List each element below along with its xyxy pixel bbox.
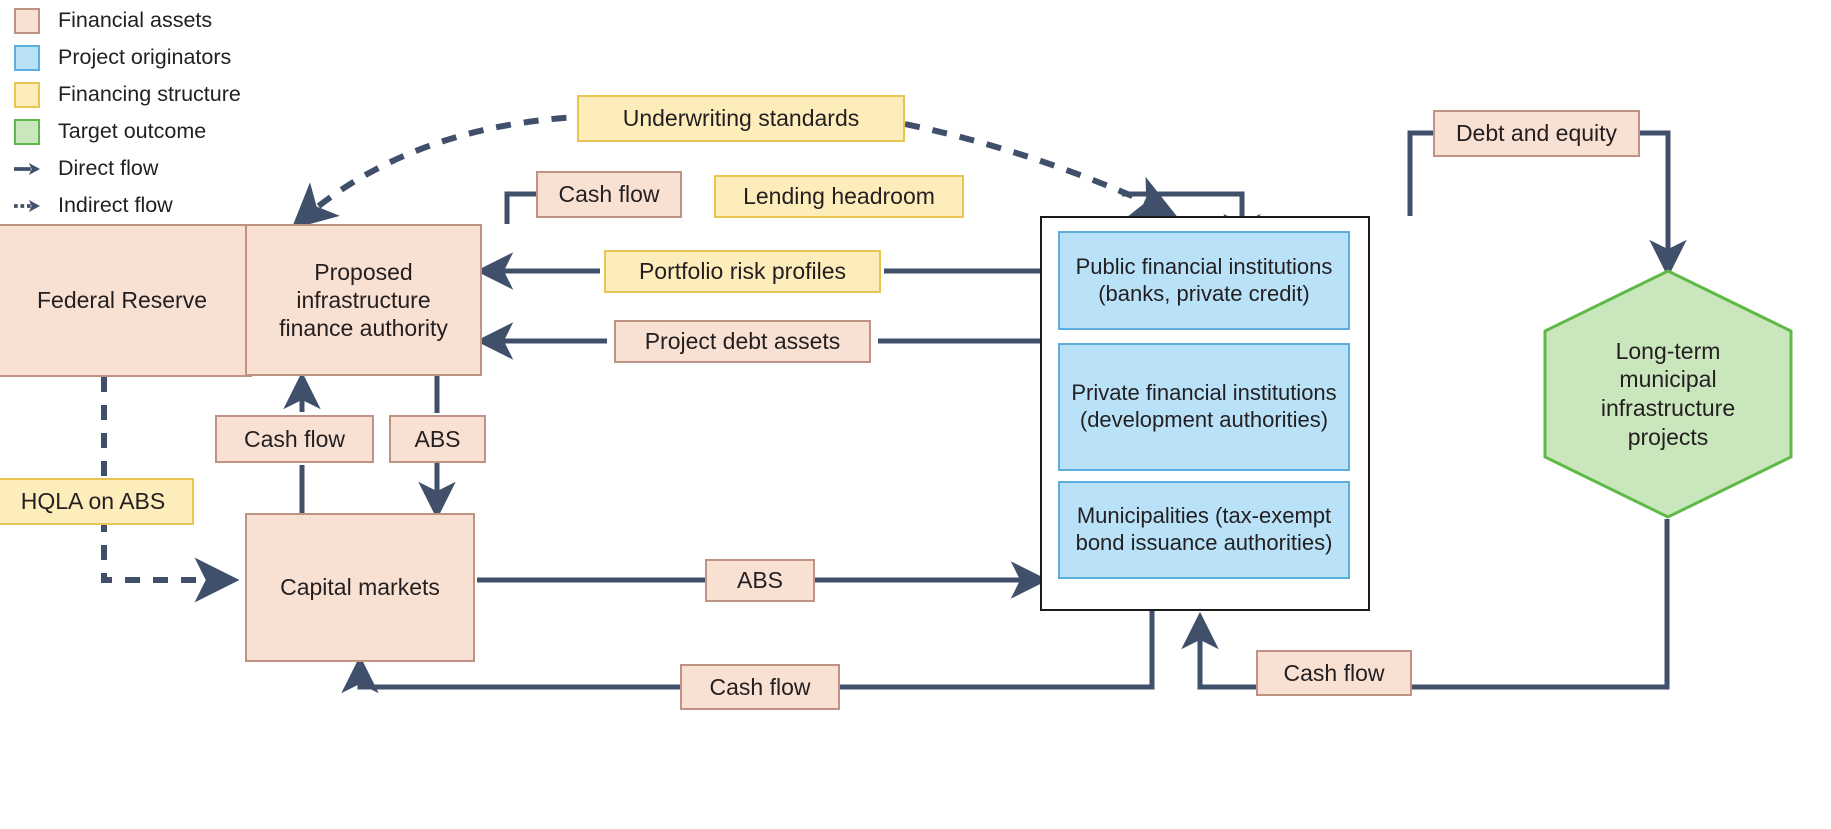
- legend-label: Target outcome: [58, 119, 207, 143]
- node-label: Debt and equity: [1455, 120, 1618, 147]
- node-label: Capital markets: [280, 574, 440, 601]
- node-long-term-projects[interactable]: Long-term municipal infrastructure proje…: [1478, 269, 1831, 519]
- node-label: Lending headroom: [743, 183, 935, 210]
- legend-label: Financial assets: [58, 8, 213, 32]
- legend-item-financial-assets: Financial assets: [14, 2, 344, 39]
- node-private-financial-institutions[interactable]: Private financial institutions (developm…: [1058, 343, 1350, 471]
- node-finance-authority[interactable]: Proposed infrastructure finance authorit…: [245, 224, 482, 376]
- node-label: Project debt assets: [644, 328, 841, 355]
- node-capital-markets[interactable]: Capital markets: [245, 513, 475, 662]
- square-swatch-icon: [14, 7, 40, 34]
- node-label: Municipalities (tax-exempt bond issuance…: [1075, 503, 1333, 555]
- node-cash-flow-left[interactable]: Cash flow: [215, 415, 374, 463]
- node-underwriting-standards[interactable]: Underwriting standards: [577, 95, 905, 142]
- node-label: HQLA on ABS: [20, 488, 166, 515]
- node-label: ABS: [414, 425, 461, 452]
- square-swatch-icon: [14, 118, 40, 145]
- legend-item-indirect-flow: Indirect flow: [14, 187, 344, 224]
- legend-item-project-originators: Project originators: [14, 39, 344, 76]
- node-abs-vertical[interactable]: ABS: [389, 415, 486, 463]
- node-hqla-on-abs[interactable]: HQLA on ABS: [0, 478, 194, 525]
- node-label: Cash flow: [709, 673, 811, 700]
- node-label: Portfolio risk profiles: [638, 258, 847, 285]
- dotted-arrow-icon: [14, 193, 40, 219]
- node-cash-flow-top[interactable]: Cash flow: [536, 171, 682, 218]
- node-public-financial-institutions[interactable]: Public financial institutions (banks, pr…: [1058, 231, 1350, 330]
- node-label: Private financial institutions (developm…: [1071, 380, 1337, 432]
- legend-label: Project originators: [58, 45, 232, 69]
- node-cash-flow-right[interactable]: Cash flow: [1256, 650, 1412, 696]
- wire-grouper-to-projects-debt-equity: [1407, 130, 1433, 216]
- legend-label: Financing structure: [58, 82, 241, 106]
- hexagon-shape-icon: [1543, 269, 1793, 519]
- legend-label: Indirect flow: [58, 193, 173, 217]
- legend-label: Direct flow: [58, 156, 159, 180]
- solid-arrow-icon: [14, 156, 40, 182]
- node-label: Long-term municipal infrastructure proje…: [1600, 337, 1736, 450]
- wire-projects-to-grouper-cash: [1412, 519, 1670, 690]
- node-municipalities[interactable]: Municipalities (tax-exempt bond issuance…: [1058, 481, 1350, 579]
- node-label: Federal Reserve: [36, 287, 208, 314]
- node-project-debt-assets[interactable]: Project debt assets: [614, 320, 871, 363]
- square-swatch-icon: [14, 44, 40, 71]
- legend-item-target-outcome: Target outcome: [14, 113, 344, 150]
- node-cash-flow-bottom[interactable]: Cash flow: [680, 664, 840, 710]
- node-label: ABS: [736, 567, 784, 594]
- square-swatch-icon: [14, 81, 40, 108]
- node-label: Cash flow: [1283, 659, 1385, 686]
- node-lending-headroom[interactable]: Lending headroom: [714, 175, 964, 218]
- legend: Financial assets Project originators Fin…: [14, 2, 344, 224]
- wire-grouper-to-capital-markets-cash: [840, 610, 1155, 690]
- node-portfolio-risk-profiles[interactable]: Portfolio risk profiles: [604, 250, 881, 293]
- node-label: Proposed infrastructure finance authorit…: [279, 258, 448, 342]
- node-label: Cash flow: [244, 425, 345, 452]
- legend-item-financing-structure: Financing structure: [14, 76, 344, 113]
- legend-item-direct-flow: Direct flow: [14, 150, 344, 187]
- node-abs-horizontal[interactable]: ABS: [705, 559, 815, 602]
- node-label: Cash flow: [558, 181, 660, 208]
- node-debt-and-equity[interactable]: Debt and equity: [1433, 110, 1640, 157]
- node-federal-reserve[interactable]: Federal Reserve: [0, 224, 252, 377]
- node-label: Public financial institutions (banks, pr…: [1075, 253, 1333, 306]
- node-label: Underwriting standards: [622, 105, 860, 132]
